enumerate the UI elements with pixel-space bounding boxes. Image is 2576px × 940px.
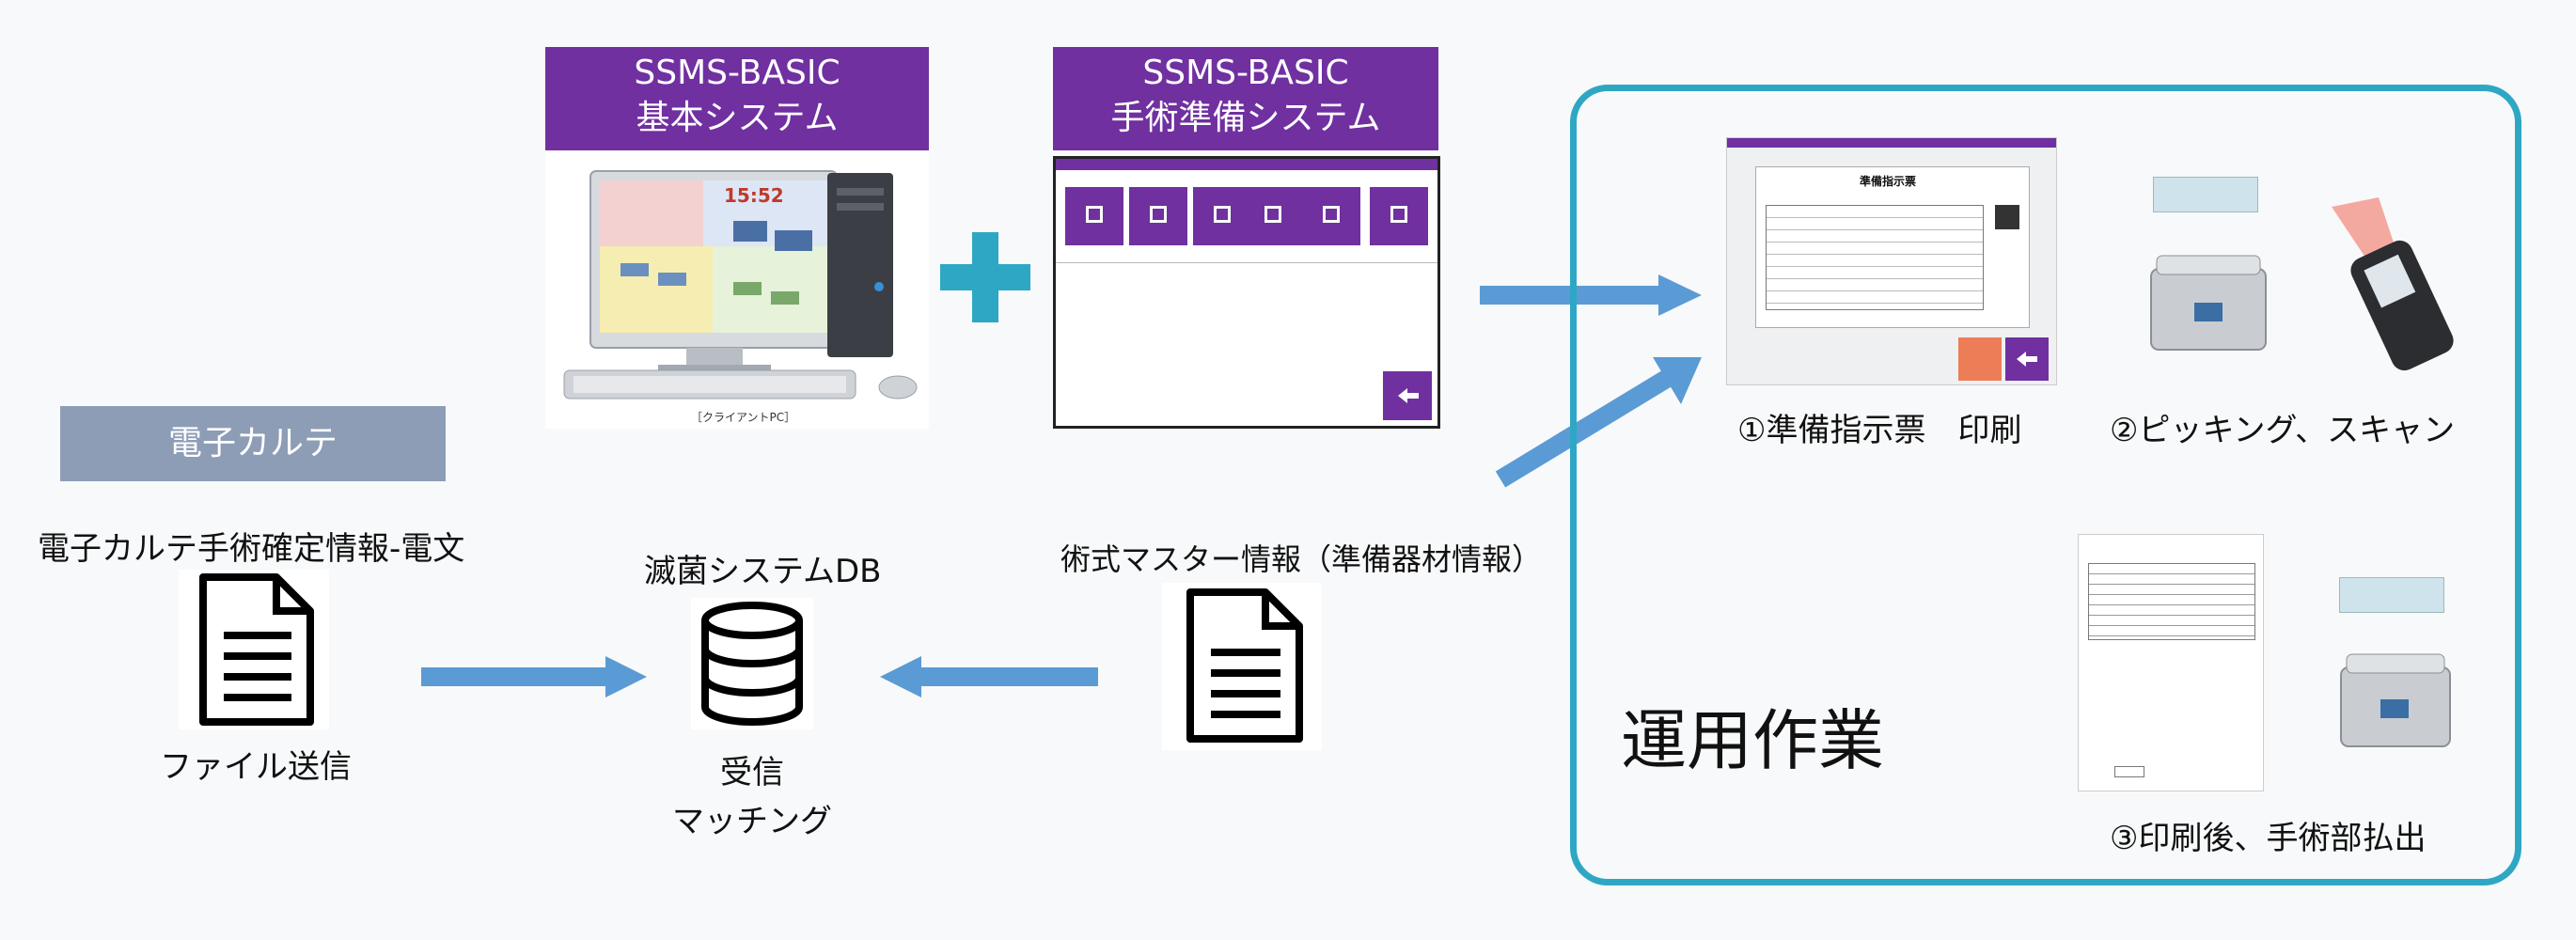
basic-system-header: SSMS-BASIC 基本システム [545, 47, 929, 150]
print-button [1958, 337, 2002, 381]
monitor-screen-time: 15:52 [724, 184, 784, 207]
document-icon [179, 570, 329, 729]
file-send-label: ファイル送信 [160, 748, 352, 786]
form-table [1766, 205, 1984, 310]
printed-sheet-thumbnail [2078, 534, 2264, 791]
form-title: 準備指示票 [1860, 175, 1917, 188]
basic-system-title: SSMS-BASIC [634, 54, 840, 92]
step2-label: ②ピッキング、スキャン [2110, 412, 2456, 449]
client-pc-caption: ［クライアントPC］ [691, 411, 795, 424]
database-icon [691, 598, 813, 729]
arrow-right [421, 656, 647, 697]
sheet-table [2088, 563, 2255, 640]
label-tag-image [2339, 577, 2444, 613]
surgery-system-subtitle: 手術準備システム [1110, 99, 1381, 137]
operations-title: 運用作業 [1621, 702, 1884, 779]
surgery-system-title: SSMS-BASIC [1142, 54, 1349, 92]
menu-tile [1193, 187, 1251, 245]
matching-text: マッチング [672, 803, 832, 840]
receive-text: 受信 [720, 754, 784, 791]
back-button [2005, 337, 2049, 381]
menu-tile [1370, 187, 1428, 245]
plus-icon [940, 232, 1030, 322]
arrow-diagonal [1493, 350, 1709, 491]
arrow-left [880, 656, 1098, 697]
screen-divider [1056, 262, 1437, 263]
surgery-system-screen [1053, 156, 1440, 429]
screen-titlebar [1056, 159, 1437, 170]
db-matching-label: マッチング [658, 795, 846, 841]
menu-tile [1065, 187, 1123, 245]
back-button-tile [1383, 371, 1432, 420]
sheet-footer-boxes [2114, 766, 2144, 777]
back-arrow-icon [1398, 388, 1419, 403]
master-label: 術式マスター情報（準備器材情報） [1060, 541, 1543, 577]
emr-box: 電子カルテ [60, 406, 446, 481]
label-tag-image [2153, 177, 2258, 212]
back-arrow-icon [2017, 352, 2037, 367]
instrument-container-image [2147, 250, 2270, 355]
surgery-system-header: SSMS-BASIC 手術準備システム [1053, 47, 1438, 150]
step3-label: ③印刷後、手術部払出 [2110, 820, 2427, 857]
svg-text:15:52: 15:52 [724, 184, 784, 207]
step1-label: ①準備指示票 印刷 [1737, 412, 2022, 449]
client-pc-illustration: 15:52 ［クライアントPC］ [545, 150, 929, 429]
db-receive-label: 受信 [677, 746, 827, 792]
db-label: 滅菌システムDB [644, 553, 882, 590]
menu-tile [1129, 187, 1187, 245]
document-icon [1162, 583, 1322, 750]
barcode-scanner-icon [2322, 197, 2463, 376]
basic-system-subtitle: 基本システム [636, 99, 839, 137]
form-sheet: 準備指示票 [1755, 166, 2030, 328]
menu-tile [1302, 187, 1360, 245]
arrow-right-upper [1480, 274, 1702, 316]
instrument-container-image [2337, 649, 2454, 752]
menu-tile [1244, 187, 1302, 245]
print-preview-thumbnail: 準備指示票 [1726, 137, 2057, 385]
emr-message-label: 電子カルテ手術確定情報‐電文 [38, 530, 465, 568]
qr-code-icon [1995, 205, 2019, 229]
operations-panel [1570, 85, 2521, 885]
client-pc-icon: 15:52 ［クライアントPC］ [563, 170, 918, 424]
svg-text:［クライアントPC］: ［クライアントPC］ [691, 411, 795, 424]
thumb-titlebar [1727, 138, 2056, 148]
